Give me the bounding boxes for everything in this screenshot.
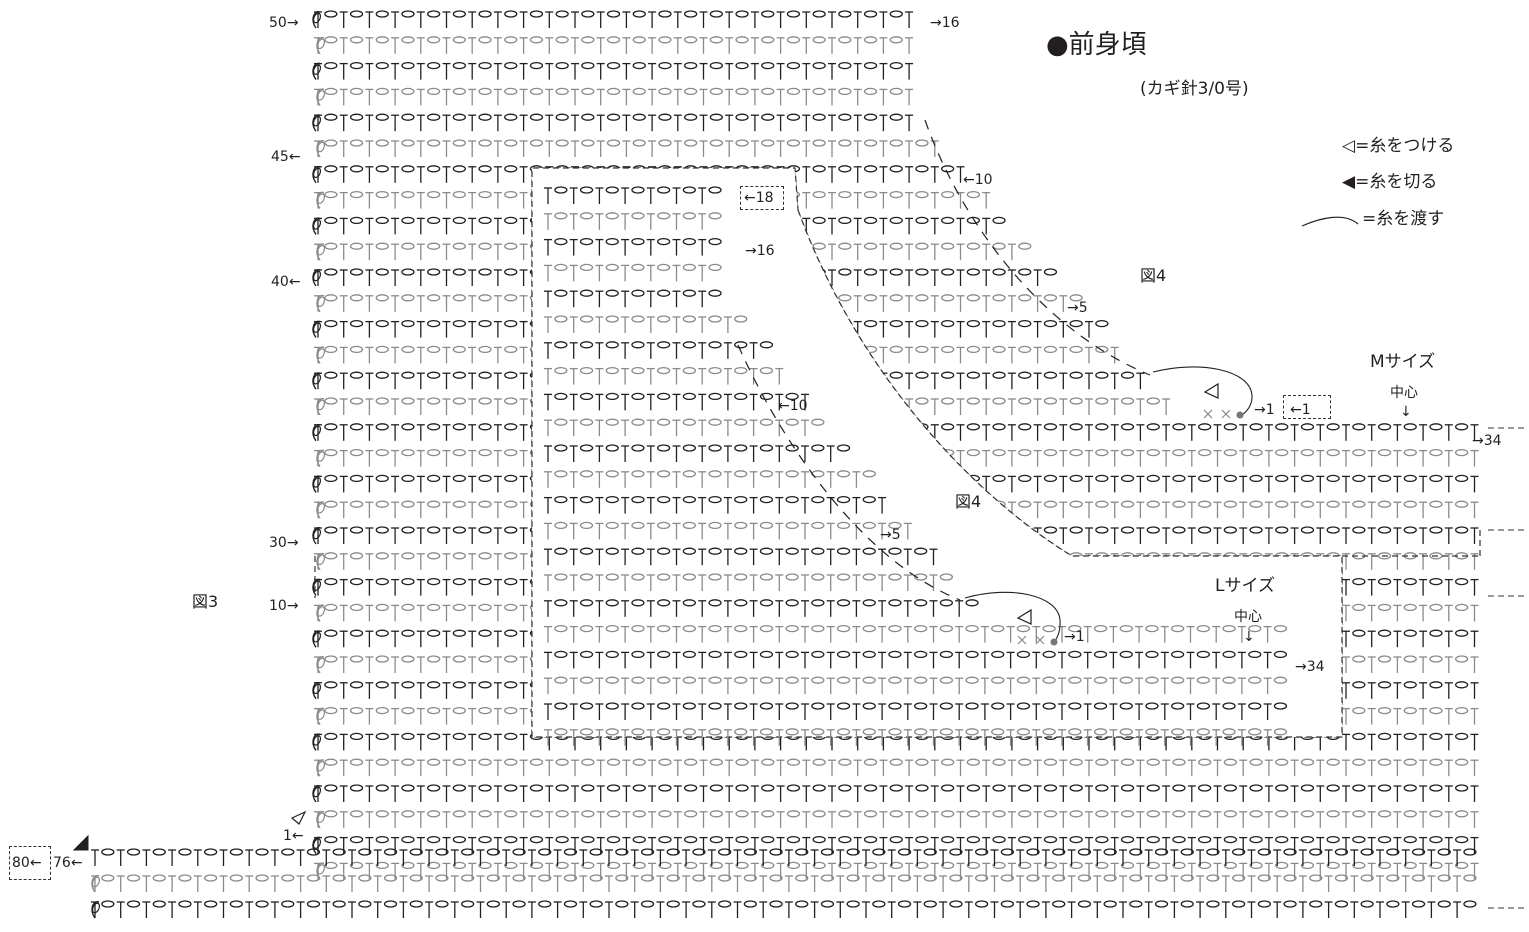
- legend-carry-yarn: =糸を渡す: [1300, 208, 1444, 230]
- row-label-80-box: [9, 846, 51, 880]
- m-neckline-outline: [314, 167, 1481, 738]
- l-count-label-10: ←10: [778, 398, 808, 414]
- row-label-1: 1←: [283, 828, 304, 844]
- l-count-label-34: →34: [1295, 659, 1325, 675]
- l-count-label-1: →1: [1064, 629, 1085, 645]
- l-count-label-16: →16: [745, 243, 775, 259]
- yarn-markers: [72, 366, 1253, 851]
- row-label-45: 45←: [271, 149, 301, 165]
- row-label-40: 40←: [271, 274, 301, 290]
- row-label-10: 10→: [269, 598, 299, 614]
- l-count-label-18: ←18: [744, 190, 774, 206]
- legend-cut-yarn: ◀=糸を切る: [1342, 172, 1438, 192]
- l-size-label: Lサイズ: [1215, 576, 1275, 596]
- row-label-30: 30→: [269, 535, 299, 551]
- l-count-label-18-box: [740, 186, 784, 210]
- row-label-80: 80←: [12, 855, 42, 871]
- m-count-label-1b: ←1: [1290, 402, 1311, 418]
- l-size-stitch-grid: [544, 186, 1288, 746]
- legend-attach-yarn: ◁=糸をつける: [1342, 136, 1455, 156]
- m-count-label-10: ←10: [963, 172, 993, 188]
- continuation-lines: [1488, 427, 1526, 909]
- count-label-16-top: →16: [930, 15, 960, 31]
- open-triangle-icon: ◁: [1342, 136, 1356, 156]
- l-center-label: 中心: [1234, 609, 1262, 625]
- m-center-arrow: ↓: [1400, 404, 1412, 420]
- m-count-label-5: →5: [1067, 300, 1088, 316]
- figure-4-m-label: 図4: [1140, 266, 1167, 285]
- m-center-label: 中心: [1390, 385, 1418, 401]
- m-count-label-1b-box: [1283, 395, 1331, 419]
- row-label-76: 76←: [53, 855, 83, 871]
- row-label-50: 50→: [269, 15, 299, 31]
- neck-shaping-strokes: [737, 119, 1151, 601]
- l-center-arrow: ↓: [1243, 629, 1255, 645]
- filled-triangle-icon: ◀: [1342, 172, 1356, 192]
- chart-title: ●前身頃: [1046, 30, 1147, 60]
- m-count-label-1a: →1: [1254, 402, 1275, 418]
- thread-carry-icon: [1301, 216, 1359, 227]
- figure-4-l-label: 図4: [955, 492, 982, 511]
- m-size-label: Mサイズ: [1370, 352, 1436, 372]
- figure-3-label: 図3: [192, 592, 219, 611]
- m-count-label-34: →34: [1472, 433, 1502, 449]
- l-count-label-5: →5: [880, 527, 901, 543]
- hook-size: (カギ針3/0号): [1140, 79, 1249, 99]
